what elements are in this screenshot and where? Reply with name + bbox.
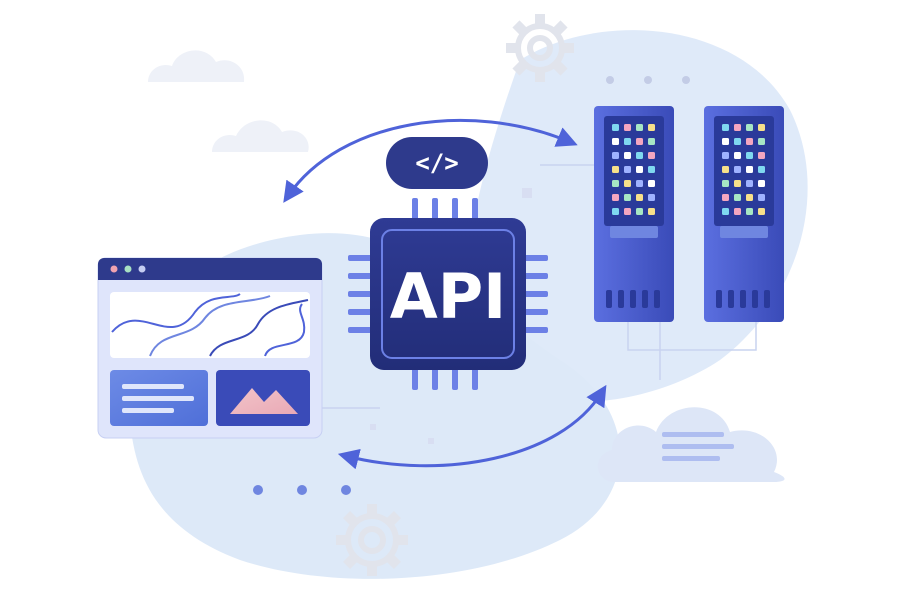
server-led <box>624 180 631 187</box>
server-led <box>722 208 729 215</box>
server-led <box>746 180 753 187</box>
api-chip-icon: API <box>348 198 548 390</box>
dots-top <box>606 76 690 84</box>
server-led <box>734 124 741 131</box>
text-lines <box>122 384 194 413</box>
gear-icon <box>506 14 574 82</box>
map-lines <box>111 293 309 357</box>
server-led <box>612 138 619 145</box>
server-led <box>648 138 655 145</box>
server-icon <box>704 106 784 322</box>
cloud-icon <box>597 407 785 482</box>
cloud-lines <box>662 432 734 461</box>
server-led <box>648 208 655 215</box>
server-led <box>722 138 729 145</box>
server-led <box>758 152 765 159</box>
server-led <box>636 152 643 159</box>
server-led <box>722 180 729 187</box>
server-led <box>636 180 643 187</box>
server-led <box>624 166 631 173</box>
server-led <box>624 124 631 131</box>
server-led <box>624 152 631 159</box>
server-led <box>624 208 631 215</box>
server-led <box>612 152 619 159</box>
server-led <box>612 124 619 131</box>
server-led <box>722 194 729 201</box>
server-led <box>746 138 753 145</box>
server-led <box>636 138 643 145</box>
server-led <box>624 138 631 145</box>
server-led <box>758 180 765 187</box>
server-led <box>648 124 655 131</box>
server-led <box>758 124 765 131</box>
window-dot-gray <box>138 265 146 273</box>
server-led <box>624 194 631 201</box>
server-led <box>612 180 619 187</box>
cloud-icon <box>148 50 245 82</box>
server-led <box>746 124 753 131</box>
server-led <box>612 166 619 173</box>
server-led <box>734 194 741 201</box>
code-badge: </> <box>386 137 488 189</box>
server-led <box>758 138 765 145</box>
server-led <box>758 166 765 173</box>
dots-bottom <box>253 485 351 495</box>
map-panel <box>110 292 310 358</box>
server-led <box>722 152 729 159</box>
server-led <box>746 152 753 159</box>
server-led <box>734 180 741 187</box>
server-led <box>636 166 643 173</box>
server-led <box>722 166 729 173</box>
server-led <box>648 152 655 159</box>
cloud-icon <box>212 120 309 152</box>
server-led <box>746 194 753 201</box>
server-led <box>636 124 643 131</box>
server-led <box>636 208 643 215</box>
server-led <box>648 194 655 201</box>
server-led <box>612 194 619 201</box>
window-dot-red <box>110 265 118 273</box>
server-led <box>758 208 765 215</box>
server-led <box>758 194 765 201</box>
api-label: API <box>390 260 507 333</box>
browser-window-icon <box>97 257 323 439</box>
code-icon: </> <box>415 149 458 177</box>
server-led <box>734 166 741 173</box>
server-led <box>612 208 619 215</box>
server-led <box>734 208 741 215</box>
server-led <box>734 138 741 145</box>
arrow-top <box>283 119 578 203</box>
image-card <box>216 370 310 426</box>
server-led <box>648 166 655 173</box>
arrow-bottom <box>337 384 607 470</box>
server-icon <box>594 106 674 322</box>
server-led <box>746 208 753 215</box>
server-led <box>746 166 753 173</box>
mountain-icon <box>230 388 298 414</box>
server-led <box>734 152 741 159</box>
server-led <box>636 194 643 201</box>
server-led <box>722 124 729 131</box>
server-led <box>648 180 655 187</box>
gear-icon <box>336 504 408 576</box>
window-dot-green <box>124 265 132 273</box>
